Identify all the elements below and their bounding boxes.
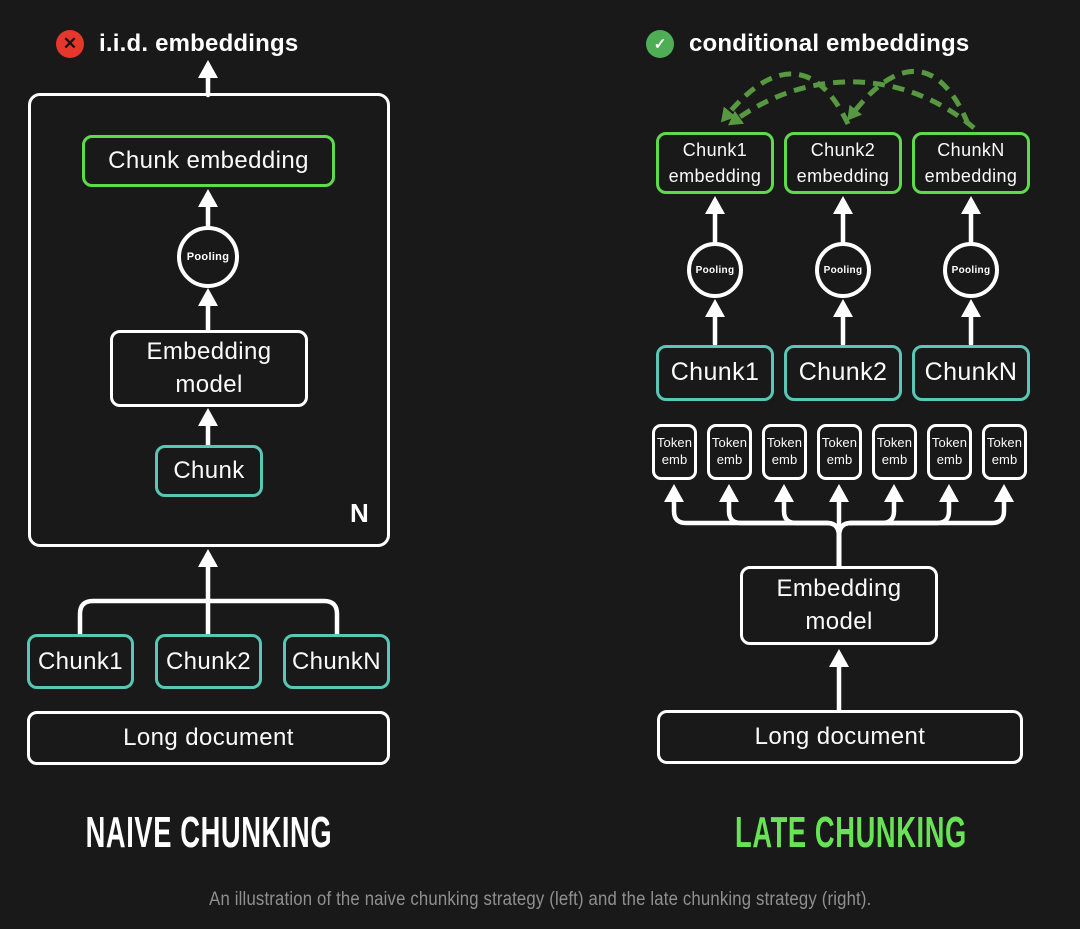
check-circle-icon: ✓ <box>646 30 674 58</box>
token-line1: Token <box>766 435 803 451</box>
token-fan-branch-1 <box>664 484 842 569</box>
late-chunking-title-text: LATE CHUNKING <box>735 808 967 857</box>
left-chunk2-box: Chunk2 <box>155 634 262 689</box>
embedding-model-box-left: Embedding model <box>110 330 308 407</box>
chunk1-embedding-box: Chunk1 embedding <box>656 132 774 194</box>
left-chunk1-label: Chunk1 <box>37 647 124 675</box>
x-circle-icon: ✕ <box>56 30 84 58</box>
token-emb-box-5: Token emb <box>872 424 917 480</box>
repeat-count-label: N <box>350 498 369 528</box>
left-flow-arrows <box>77 60 340 637</box>
long-document-box-right: Long document <box>657 710 1023 764</box>
left-chunkN-label: ChunkN <box>291 647 382 675</box>
right-chunk2-label: Chunk2 <box>798 358 888 387</box>
figure-caption-text: An illustration of the naive chunking st… <box>208 889 872 910</box>
token-fan-branch-5 <box>836 484 904 569</box>
fan-branch-chunkN <box>205 598 340 637</box>
chunk2-embedding-line1: Chunk2 <box>810 139 876 160</box>
right-header: ✓ conditional embeddings <box>646 30 969 58</box>
pooling-circle-1: Pooling <box>687 242 743 298</box>
left-header: ✕ i.i.d. embeddings <box>56 30 298 58</box>
token-line1: Token <box>711 435 748 451</box>
token-emb-box-7: Token emb <box>982 424 1027 480</box>
pooling-label-1: Pooling <box>695 264 735 276</box>
right-chunk1-box: Chunk1 <box>656 345 774 401</box>
chunk1-embedding-line2: embedding <box>668 166 762 186</box>
token-line2: emb <box>771 452 798 467</box>
token-line1: Token <box>821 435 858 451</box>
pooling-circle-3: Pooling <box>943 242 999 298</box>
pooling-label: Pooling <box>186 251 230 263</box>
right-chunkN-box: ChunkN <box>912 345 1030 401</box>
embedding-model-line2: model <box>175 370 243 398</box>
pooling-label-2: Pooling <box>823 264 863 276</box>
token-fan-branch-7 <box>836 484 1014 569</box>
left-header-label: i.i.d. embeddings <box>99 30 299 57</box>
long-document-box-left: Long document <box>27 711 390 765</box>
embedding-model-line1: Embedding <box>146 338 272 366</box>
chunk2-embedding-line2: embedding <box>796 166 890 186</box>
pooling-circle-left: Pooling <box>177 226 239 288</box>
right-header-label: conditional embeddings <box>689 30 970 57</box>
token-emb-box-4: Token emb <box>817 424 862 480</box>
token-line2: emb <box>936 452 963 467</box>
token-emb-box-3: Token emb <box>762 424 807 480</box>
token-line1: Token <box>986 435 1023 451</box>
attention-arcs <box>720 69 976 130</box>
token-line2: emb <box>881 452 908 467</box>
chunkN-embedding-line2: embedding <box>924 166 1018 186</box>
token-line1: Token <box>876 435 913 451</box>
token-fan-branch-3 <box>774 484 842 569</box>
right-flow-arrows <box>664 196 1014 714</box>
right-chunkN-label: ChunkN <box>924 358 1018 387</box>
long-document-label-left: Long document <box>123 724 294 751</box>
token-line2: emb <box>991 452 1018 467</box>
token-line2: emb <box>716 452 743 467</box>
token-emb-box-6: Token emb <box>927 424 972 480</box>
chunk-box: Chunk <box>155 445 263 497</box>
chunk1-embedding-line1: Chunk1 <box>682 139 748 160</box>
chunkN-embedding-box: ChunkN embedding <box>912 132 1030 194</box>
long-document-label-right: Long document <box>754 723 926 750</box>
token-line1: Token <box>931 435 968 451</box>
token-emb-box-2: Token emb <box>707 424 752 480</box>
arc-chunk2-to-chunk1 <box>720 71 851 126</box>
chunk-label: Chunk <box>173 457 245 484</box>
naive-chunking-title-text: NAIVE CHUNKING <box>85 808 332 857</box>
naive-chunking-title: NAIVE CHUNKING <box>0 808 417 858</box>
fan-branch-chunk1 <box>77 598 211 637</box>
token-line2: emb <box>661 452 688 467</box>
right-chunk1-label: Chunk1 <box>670 358 760 387</box>
right-chunk2-box: Chunk2 <box>784 345 902 401</box>
chunk-embedding-box: Chunk embedding <box>82 135 335 187</box>
chunkN-embedding-line1: ChunkN <box>937 139 1005 160</box>
token-emb-box-1: Token emb <box>652 424 697 480</box>
arc-chunkN-to-chunk1 <box>728 79 976 130</box>
embedding-model-box-right: Embedding model <box>740 566 938 645</box>
left-chunk1-box: Chunk1 <box>27 634 134 689</box>
embedding-model-right-line1: Embedding <box>776 575 902 603</box>
left-chunkN-box: ChunkN <box>283 634 390 689</box>
embedding-model-right-line2: model <box>805 607 873 635</box>
chunk-embedding-label: Chunk embedding <box>108 147 309 174</box>
left-chunk2-label: Chunk2 <box>165 647 252 675</box>
pooling-label-3: Pooling <box>951 264 991 276</box>
token-line2: emb <box>826 452 853 467</box>
chunk2-embedding-box: Chunk2 embedding <box>784 132 902 194</box>
pooling-circle-2: Pooling <box>815 242 871 298</box>
figure-caption: An illustration of the naive chunking st… <box>0 889 1080 911</box>
token-line1: Token <box>656 435 693 451</box>
late-chunking-title: LATE CHUNKING <box>664 808 1029 858</box>
arc-chunkN-to-chunk2 <box>847 69 971 125</box>
